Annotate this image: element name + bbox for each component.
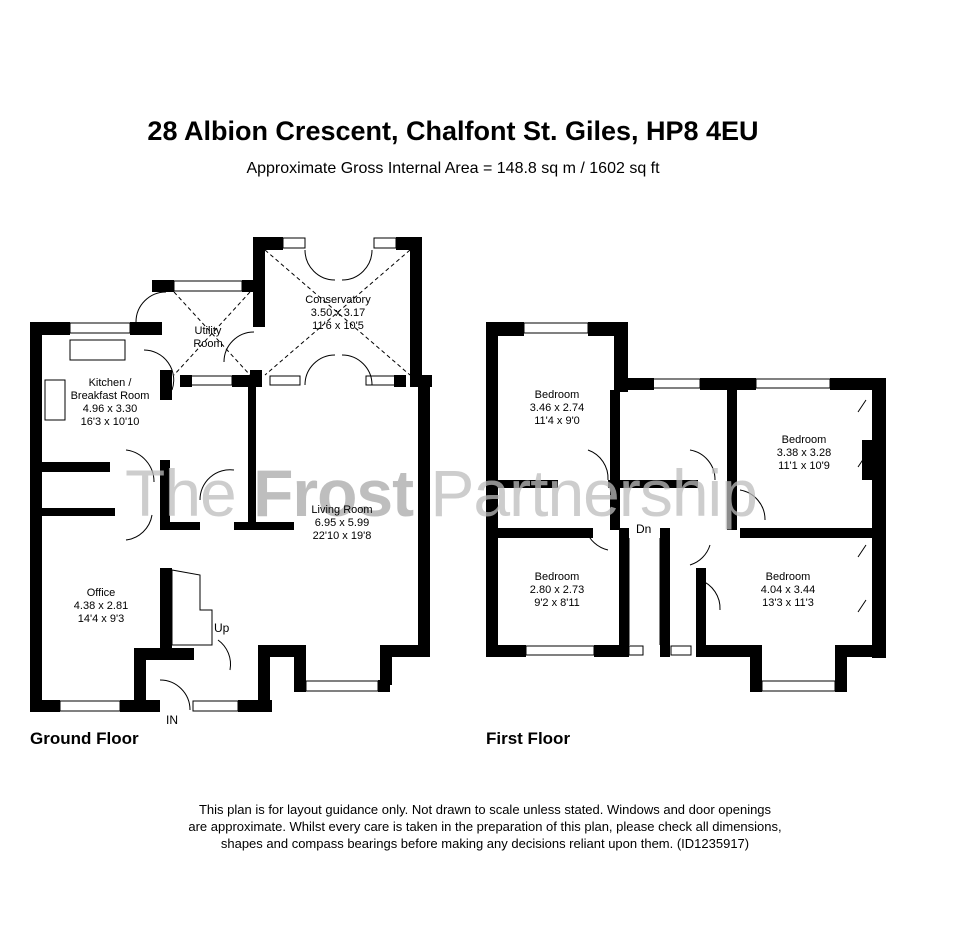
room-bedroom-1: Bedroom 3.46 x 2.74 11'4 x 9'0 xyxy=(530,389,584,428)
room-imperial: 22'10 x 19'8 xyxy=(312,530,372,542)
first-floor-label: First Floor xyxy=(486,729,571,748)
room-imperial: 9'2 x 8'11 xyxy=(534,597,580,609)
watermark-text-2: Frost xyxy=(253,456,414,530)
gross-area-subtitle: Approximate Gross Internal Area = 148.8 … xyxy=(246,160,660,177)
room-name: Bedroom xyxy=(781,434,827,446)
room-imperial: 16'3 x 10'10 xyxy=(80,416,140,428)
room-name: Office xyxy=(86,587,116,599)
room-name: Living Room xyxy=(311,504,373,516)
windows-and-doors xyxy=(44,237,867,712)
ground-floor-walls xyxy=(30,237,432,712)
room-office: Office 4.38 x 2.81 14'4 x 9'3 xyxy=(74,587,128,626)
room-imperial: 11'6 x 10'5 xyxy=(312,320,364,332)
room-imperial: 13'3 x 11'3 xyxy=(762,597,814,609)
disclaimer-line: shapes and compass bearings before makin… xyxy=(220,836,750,851)
disclaimer-line: This plan is for layout guidance only. N… xyxy=(198,802,772,817)
room-metric: 3.46 x 2.74 xyxy=(529,402,585,414)
room-imperial: 14'4 x 9'3 xyxy=(77,613,125,625)
room-name: Kitchen / xyxy=(88,377,132,389)
ground-floor-label: Ground Floor xyxy=(30,729,139,748)
watermark-text-3: Partnership xyxy=(413,456,758,530)
room-bedroom-2: Bedroom 3.38 x 3.28 11'1 x 10'9 xyxy=(777,434,831,473)
agency-watermark: The Frost Partnership xyxy=(125,455,758,531)
room-kitchen: Kitchen / Breakfast Room 4.96 x 3.30 16'… xyxy=(71,377,150,429)
room-name: Bedroom xyxy=(765,571,811,583)
room-bedroom-4: Bedroom 4.04 x 3.44 13'3 x 11'3 xyxy=(761,571,815,610)
room-living: Living Room 6.95 x 5.99 22'10 x 19'8 xyxy=(311,504,372,543)
room-metric: 3.38 x 3.28 xyxy=(776,447,832,459)
room-name-line2: Breakfast Room xyxy=(70,390,150,402)
room-metric: 4.04 x 3.44 xyxy=(760,584,816,596)
first-floor-walls xyxy=(486,322,886,692)
room-metric: 3.50 x 3.17 xyxy=(310,307,366,319)
disclaimer-text: This plan is for layout guidance only. N… xyxy=(130,801,840,852)
room-imperial: 11'4 x 9'0 xyxy=(534,415,580,427)
stairs-down-label: Dn xyxy=(636,522,652,536)
stairs-up-label: Up xyxy=(214,621,230,635)
room-metric: 4.38 x 2.81 xyxy=(73,600,129,612)
room-bedroom-3: Bedroom 2.80 x 2.73 9'2 x 8'11 xyxy=(530,571,584,610)
room-name: Bedroom xyxy=(534,571,580,583)
disclaimer-line: are approximate. Whilst every care is ta… xyxy=(188,819,782,834)
watermark-text-1: The xyxy=(125,456,254,530)
entrance-label: IN xyxy=(166,713,178,727)
room-conservatory: Conservatory 3.50 x 3.17 11'6 x 10'5 xyxy=(305,294,370,333)
room-metric: 2.80 x 2.73 xyxy=(529,584,585,596)
room-name: Bedroom xyxy=(534,389,580,401)
room-name: Utility xyxy=(194,325,222,337)
room-utility: Utility Room xyxy=(193,325,222,351)
room-metric: 4.96 x 3.30 xyxy=(82,403,138,415)
room-metric: 6.95 x 5.99 xyxy=(314,517,370,529)
room-name: Conservatory xyxy=(305,294,371,306)
property-address-title: 28 Albion Crescent, Chalfont St. Giles, … xyxy=(147,116,759,146)
room-imperial: 11'1 x 10'9 xyxy=(778,460,830,472)
room-name-line2: Room xyxy=(193,338,223,350)
